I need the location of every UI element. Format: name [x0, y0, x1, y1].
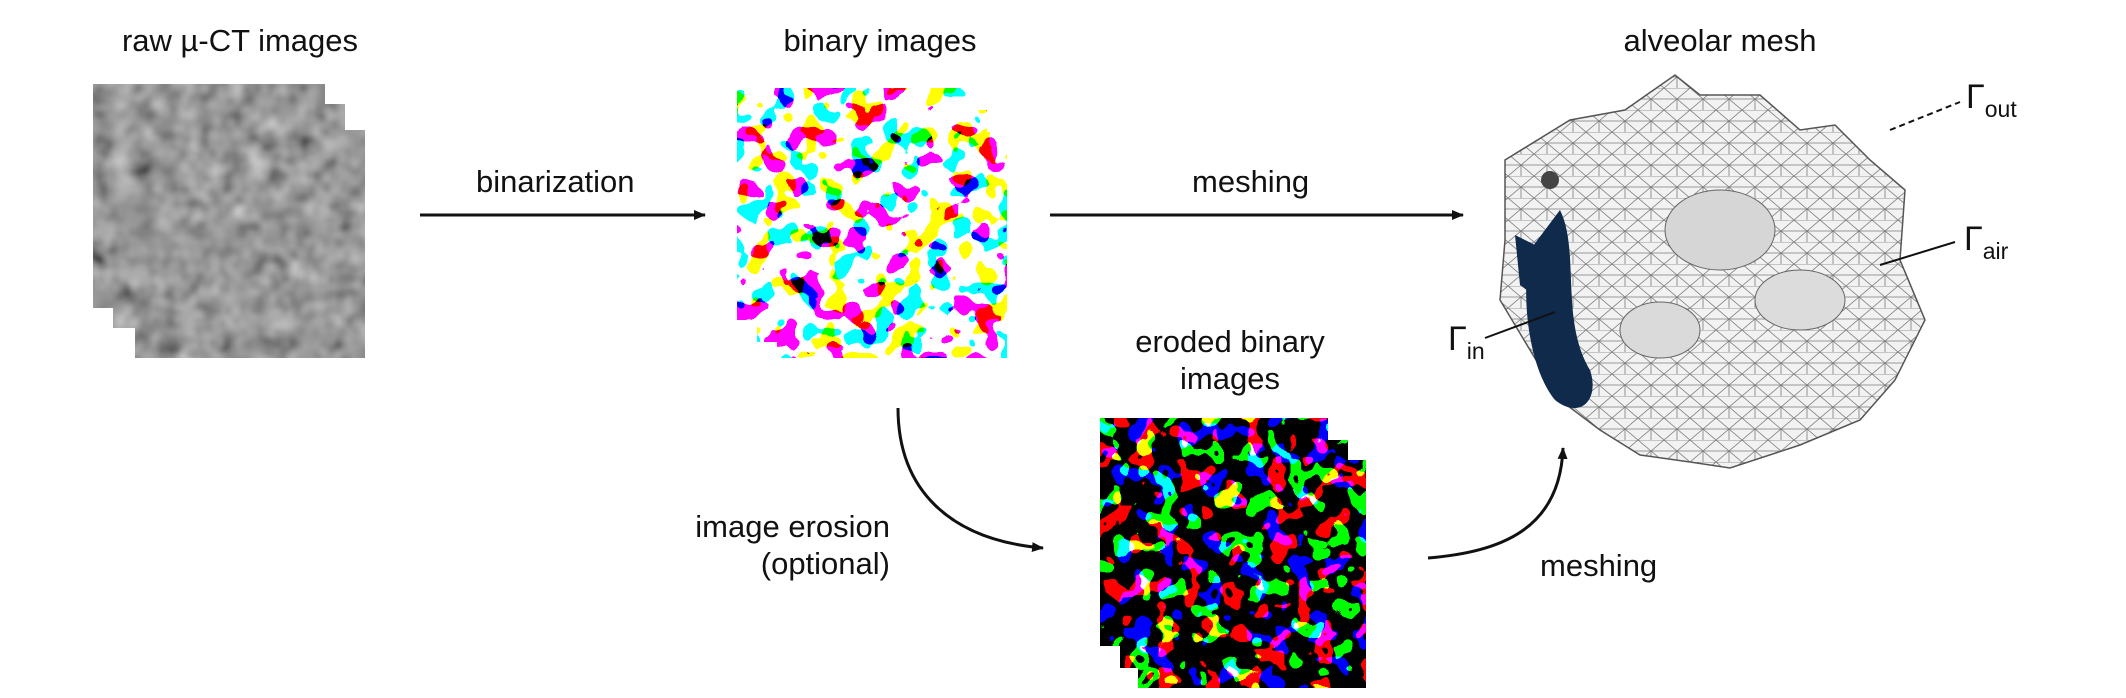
- binarization-label: binarization: [476, 164, 635, 199]
- erosion-arrow: [896, 407, 1044, 553]
- alveolar-mesh-figure: [1499, 74, 1926, 469]
- meshing-bottom-arrow: [1427, 447, 1568, 560]
- binary-title: binary images: [783, 23, 977, 58]
- eroded-title: eroded binary images: [1135, 324, 1325, 397]
- erosion-label: image erosion (optional): [695, 509, 890, 582]
- gamma-out-label: Γout: [1966, 78, 2017, 122]
- mesh-title: alveolar mesh: [1623, 23, 1817, 58]
- raw-ct-title: raw µ-CT images: [121, 23, 359, 58]
- binary-image-stack: [737, 88, 1007, 358]
- gamma-air-pointer: [1879, 241, 1956, 266]
- meshing-top-label: meshing: [1192, 164, 1310, 199]
- gamma-out-pointer: [1889, 101, 1961, 131]
- gamma-air-label: Γair: [1964, 220, 2009, 264]
- gamma-in-pointer: [1484, 311, 1556, 339]
- eroded-image-stack: [1100, 418, 1366, 688]
- gamma-in-label: Γin: [1448, 320, 1485, 364]
- raw-ct-image-stack: [93, 84, 365, 358]
- meshing-bottom-label: meshing: [1540, 548, 1658, 583]
